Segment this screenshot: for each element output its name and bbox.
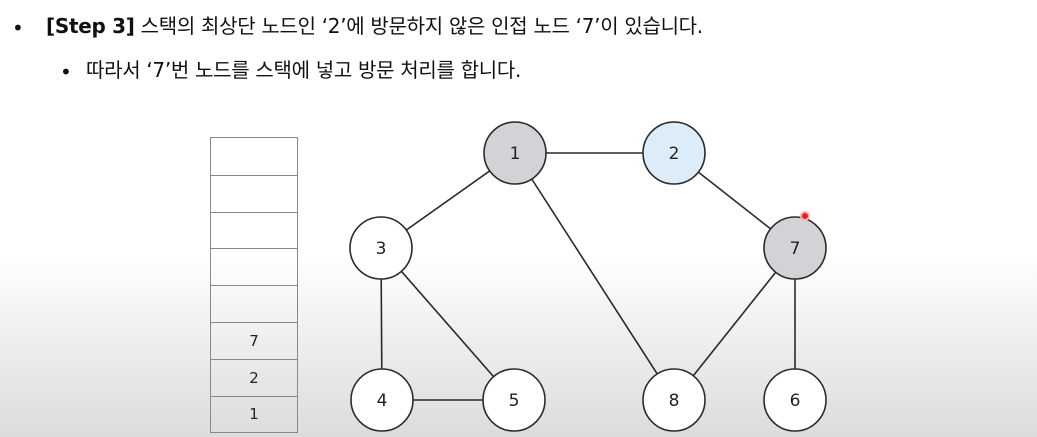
node-label: 2 <box>669 144 680 164</box>
node-4: 4 <box>350 368 414 432</box>
node-label: 1 <box>510 144 521 164</box>
node-circle <box>642 368 706 432</box>
pointer-cursor <box>800 211 810 221</box>
node-circle <box>642 121 706 185</box>
node-5: 5 <box>482 368 546 432</box>
graph-nodes: 1 2 3 4 5 6 7 8 <box>349 121 827 432</box>
node-label: 4 <box>377 391 388 411</box>
edge-1-8 <box>514 152 675 401</box>
node-label: 6 <box>790 391 801 411</box>
bullet-dot: • <box>60 60 72 84</box>
node-3: 3 <box>349 216 413 280</box>
node-2: 2 <box>642 121 706 185</box>
node-circle <box>483 121 547 185</box>
edge-3-5 <box>380 247 515 401</box>
bullet-text: [Step 3] 스택의 최상단 노드인 ‘2’에 방문하지 않은 인접 노드 … <box>46 14 703 38</box>
graph-edges <box>380 152 796 401</box>
stack-cell <box>211 248 297 285</box>
step-description: 스택의 최상단 노드인 ‘2’에 방문하지 않은 인접 노드 ‘7’이 있습니다… <box>134 14 703 38</box>
node-7: 7 <box>763 216 827 280</box>
node-circle <box>350 368 414 432</box>
node-circle <box>349 216 413 280</box>
stack-cell <box>211 285 297 322</box>
node-label: 3 <box>376 239 387 259</box>
node-1: 1 <box>483 121 547 185</box>
stack-cell: 1 <box>211 395 297 433</box>
node-label: 7 <box>790 239 801 259</box>
bullet-dot: • <box>12 16 24 40</box>
stack-cell <box>211 174 297 212</box>
node-label: 5 <box>509 391 520 411</box>
node-circle <box>763 368 827 432</box>
node-6: 6 <box>763 368 827 432</box>
edge-7-8 <box>673 247 796 401</box>
stack-cell <box>211 211 297 249</box>
node-circle <box>482 368 546 432</box>
node-label: 8 <box>669 391 680 411</box>
cursor-dot <box>800 211 810 221</box>
stack-cell: 2 <box>211 358 297 396</box>
step-tag: [Step 3] <box>46 14 135 38</box>
stack-cell: 7 <box>211 321 297 359</box>
node-8: 8 <box>642 368 706 432</box>
node-circle <box>763 216 827 280</box>
sub-bullet-text: 따라서 ‘7’번 노드를 스택에 넣고 방문 처리를 합니다. <box>86 58 521 82</box>
